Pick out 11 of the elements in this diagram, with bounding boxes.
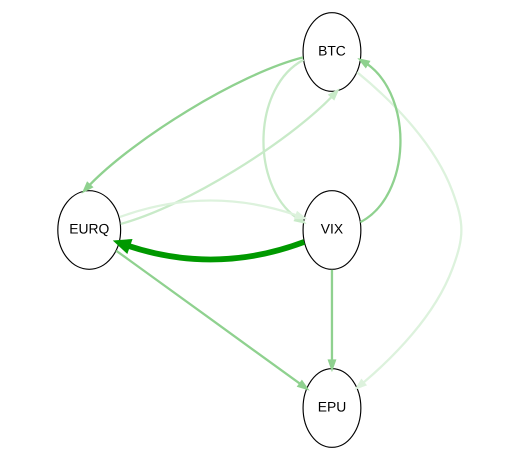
node-ellipse: EURQ: [56, 190, 121, 270]
arrow: [81, 56, 303, 194]
arrow: [327, 270, 336, 372]
arrow: [118, 199, 307, 220]
node-ellipse: EPU: [302, 368, 361, 448]
node-ellipse: VIX: [302, 190, 361, 270]
arrow: [114, 250, 310, 391]
node-ellipse: BTC: [302, 12, 361, 92]
arrow: [356, 58, 401, 224]
arrow: [112, 239, 305, 262]
arrow: [354, 71, 462, 390]
